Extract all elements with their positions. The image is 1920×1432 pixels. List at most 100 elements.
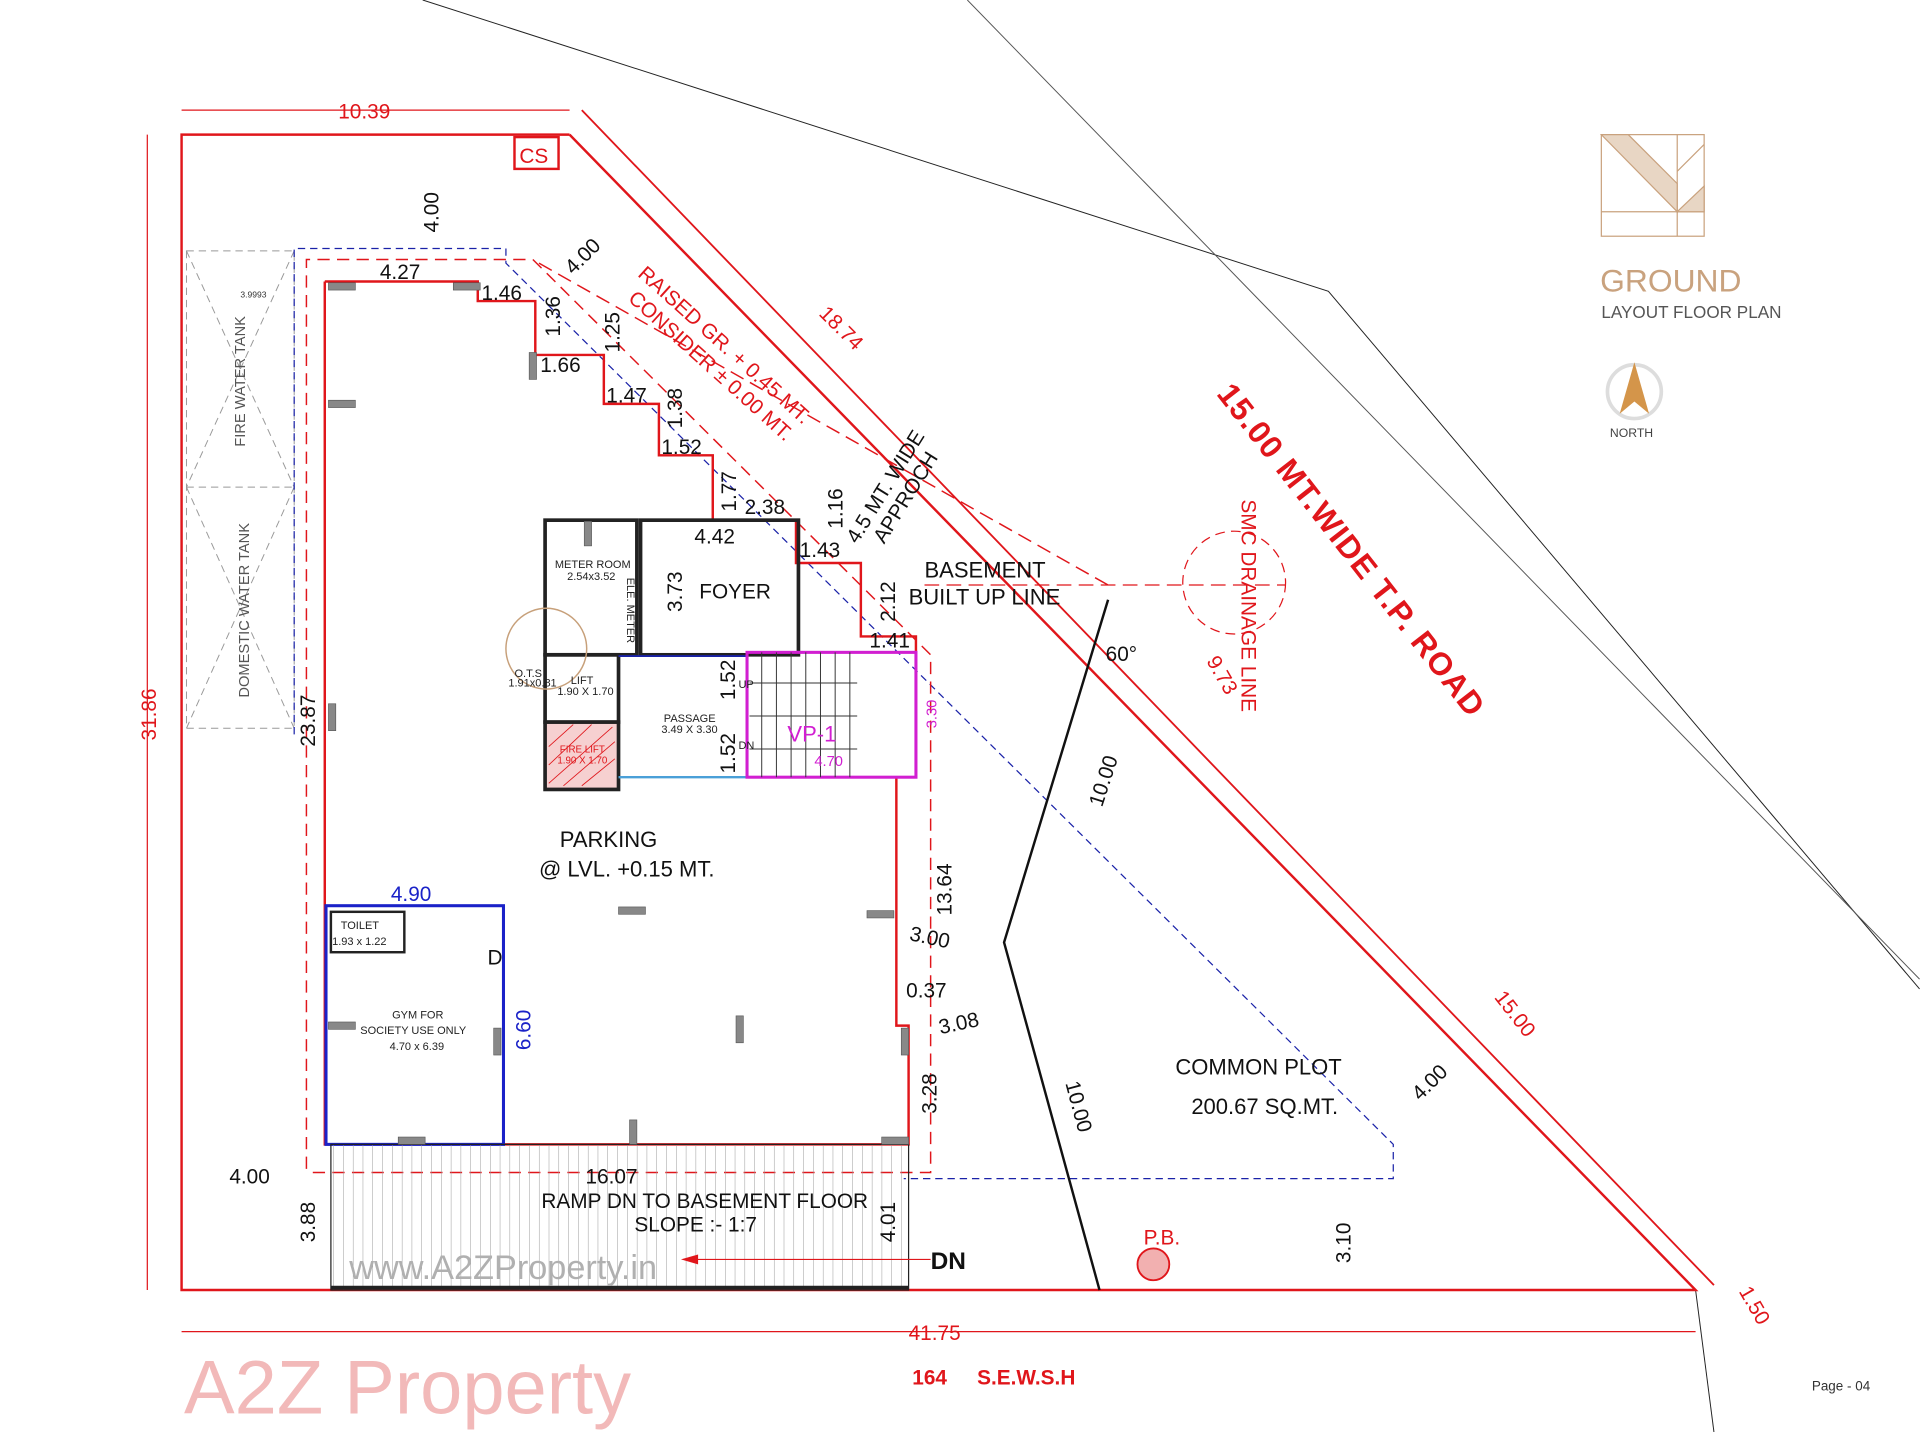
dim-label: 1.25 (602, 312, 625, 352)
dim-label: 3.73 (664, 571, 687, 611)
pb-label: P.B. (1144, 1227, 1181, 1250)
dim-label: 1.38 (664, 388, 687, 428)
dim-label: 13.64 (933, 863, 956, 915)
meter-room-label: METER ROOM (555, 559, 631, 571)
fire-lift-size: 1.90 X 1.70 (557, 756, 608, 767)
vp-1-width: 4.70 (814, 754, 843, 770)
passage-label: PASSAGE (664, 713, 716, 725)
dim-label: 4.00 (421, 192, 444, 232)
dim-label: 3.08 (937, 1008, 981, 1039)
door-swing-icon (505, 607, 588, 690)
dimensions: 10.39 31.86 41.75 18.74 15.00 1.50 9.73 … (138, 101, 1774, 1345)
stair-up-label: UP (738, 679, 753, 691)
fire-lift-label: FIRE LIFT (560, 745, 605, 756)
vp-1-height: 3.30 (925, 700, 941, 729)
columns (328, 282, 909, 1145)
dim-label: 0.37 (906, 980, 946, 1003)
dim-label: 4.00 (229, 1166, 269, 1189)
dim-label: 3.10 (1332, 1223, 1355, 1263)
dim-label: 3.88 (297, 1202, 320, 1242)
toilet-label: TOILET (341, 920, 380, 932)
dim-label: 1.52 (661, 436, 701, 459)
dim-label: 1.47 (606, 385, 646, 408)
vp-1-label: VP-1 (787, 722, 836, 747)
parking-label-2: @ LVL. +0.15 MT. (539, 856, 715, 881)
dim-label: 2.38 (745, 496, 785, 519)
north-label: NORTH (1610, 426, 1653, 440)
cs-label: CS (519, 145, 548, 168)
drainage-circle (1182, 530, 1287, 635)
foyer-label: FOYER (699, 581, 771, 604)
dn-arrowhead-icon (680, 1254, 699, 1265)
dim-label: 4.42 (694, 525, 734, 548)
lift-size: 1.90 X 1.70 (557, 686, 613, 698)
common-plot-boundary (1002, 599, 1110, 1291)
dim-label: 1.46 (481, 282, 521, 305)
dim-label: 1.41 (869, 629, 909, 652)
dim-road-seg: 15.00 (1490, 986, 1540, 1041)
dim-label: 1.43 (800, 539, 840, 562)
dim-label: 4.00 (561, 234, 606, 279)
dim-diagonal: 18.74 (814, 302, 867, 355)
dim-label: 2.12 (877, 581, 900, 621)
common-plot-label: COMMON PLOT (1175, 1055, 1341, 1080)
toilet-size: 1.93 x 1.22 (332, 936, 386, 948)
dim-label: 10.00 (1085, 753, 1123, 810)
dim-left: 31.86 (138, 688, 161, 740)
plot-boundary (146, 109, 1715, 1333)
basement-note-2: BUILT UP LINE (909, 585, 1061, 610)
toilet-room (329, 910, 406, 954)
dim-label: 4.01 (877, 1202, 900, 1242)
cs-marker (513, 135, 560, 171)
plan-title: GROUND (1600, 262, 1741, 298)
pb-icon (1136, 1247, 1171, 1282)
dim-label: 1.16 (825, 488, 848, 528)
fire-water-tank-label: FIRE WATER TANK (233, 316, 249, 447)
brand-logo (1599, 134, 1705, 237)
road-number: 164 (912, 1366, 947, 1389)
meter-room-size: 2.54x3.52 (567, 571, 615, 583)
passage-size: 3.49 X 3.30 (661, 724, 717, 736)
dim-label: 4.00 (1407, 1060, 1452, 1105)
lift-label: LIFT (571, 675, 594, 687)
north-arrow-icon (1619, 362, 1650, 414)
dim-top: 10.39 (338, 101, 390, 124)
dim-label: 1.66 (540, 354, 580, 377)
ots-label: O.T.S (514, 668, 542, 680)
basement-note-1: BASEMENT (925, 558, 1046, 583)
dim-corner: 1.50 (1734, 1282, 1774, 1329)
angle-label: 60° (1106, 643, 1137, 666)
watermark-url: www.A2ZProperty.in (348, 1249, 657, 1287)
gym-door-label: D (488, 946, 503, 969)
stair-dn-label: DN (738, 740, 754, 752)
domestic-water-tank-label: DOMESTIC WATER TANK (237, 523, 253, 698)
watermark: A2Z Property (184, 1346, 631, 1431)
ots-size: 1.91x0.81 (508, 678, 556, 690)
page-number: Page - 04 (1812, 1378, 1871, 1393)
ramp-label-2: SLOPE :- 1:7 (634, 1213, 757, 1236)
gym-width: 4.90 (391, 883, 431, 906)
fire-lift-hatch (548, 724, 616, 787)
dim-label: 1.77 (718, 471, 741, 511)
gym-label-2: SOCIETY USE ONLY (360, 1025, 467, 1037)
dim-label: 1.36 (542, 296, 565, 336)
ele-meter-label: ELE. METER (624, 578, 636, 643)
drainage-label: SMC DRAINAGE LINE (1237, 499, 1260, 712)
room-labels: METER ROOM 2.54x3.52 ELE. METER FOYER LI… (332, 559, 941, 1053)
ramp (330, 1143, 910, 1291)
stair-treads (749, 652, 858, 778)
tank-dim: 3.9993 (240, 289, 266, 299)
dim-label: 16.07 (585, 1166, 637, 1189)
dim-label: 4.27 (380, 261, 420, 284)
dn-label: DN (931, 1248, 966, 1275)
dim-label: 10.00 (1060, 1079, 1096, 1135)
gym-label-1: GYM FOR (392, 1009, 443, 1021)
raised-note-1: RAISED GR. + 0.45 MT. (634, 262, 816, 429)
common-plot-area: 200.67 SQ.MT. (1191, 1094, 1338, 1119)
road-name: S.E.W.S.H (977, 1366, 1075, 1389)
dim-label: 1.52 (717, 660, 740, 700)
context-lines (422, 0, 1920, 1432)
plan-subtitle: LAYOUT FLOOR PLAN (1601, 302, 1781, 322)
vp-1-stair (745, 650, 918, 779)
